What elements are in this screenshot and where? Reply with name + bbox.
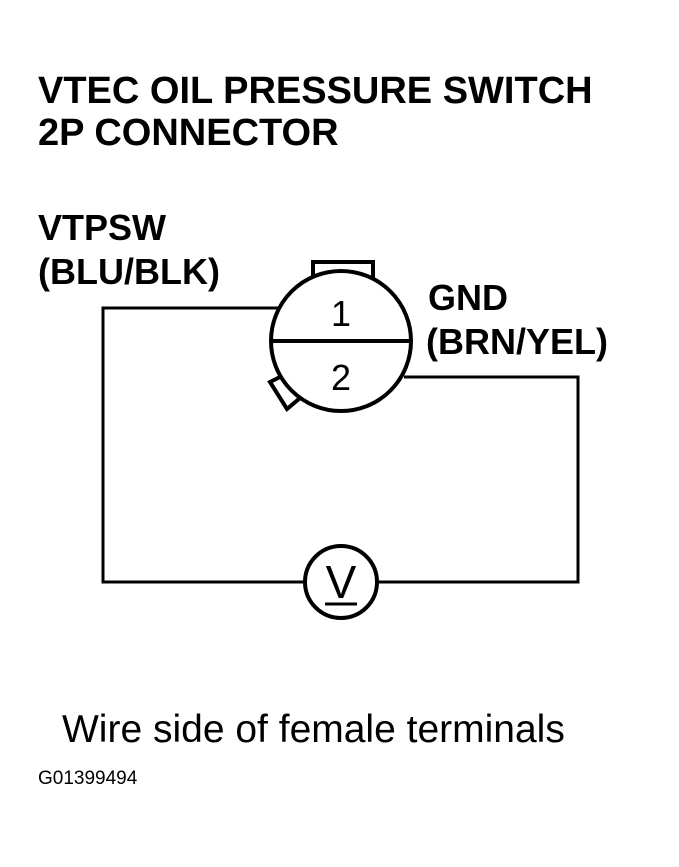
vtpsw-wire: [101, 306, 305, 584]
title-line-1: VTEC OIL PRESSURE SWITCH: [38, 70, 593, 112]
diagram-title: VTEC OIL PRESSURE SWITCH 2P CONNECTOR: [38, 70, 593, 154]
voltmeter: V: [303, 544, 379, 620]
connector: [267, 260, 413, 413]
voltmeter-circle: [303, 544, 379, 620]
wiring: [101, 306, 580, 584]
gnd-wire-color: (BRN/YEL): [426, 321, 608, 362]
figure-code: G01399494: [38, 768, 138, 789]
vtpsw-wire-color: (BLU/BLK): [38, 251, 220, 292]
title-line-2: 2P CONNECTOR: [38, 112, 339, 154]
gnd-label: GND: [428, 277, 508, 318]
voltmeter-symbol: V: [326, 556, 357, 608]
terminal-1-number: 1: [331, 293, 351, 334]
caption: Wire side of female terminals: [62, 708, 565, 751]
terminal-2-number: 2: [331, 357, 351, 398]
vtpsw-label: VTPSW: [38, 207, 167, 248]
gnd-wire: [376, 375, 580, 584]
